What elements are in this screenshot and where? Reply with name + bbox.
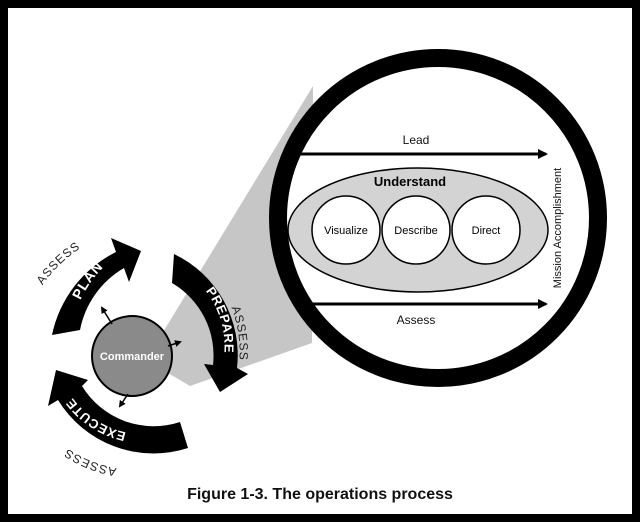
prepare-arrow — [172, 254, 248, 392]
commander-label: Commander — [100, 351, 165, 363]
center-to-prepare-arrow — [167, 340, 182, 347]
assess-execute-label: ASSESS — [61, 446, 117, 479]
center-to-execute-arrow — [118, 393, 129, 408]
plan-arrow — [52, 238, 141, 335]
assess-label: Assess — [397, 313, 436, 327]
visualize-circle — [311, 195, 381, 265]
execute-arrow — [48, 370, 188, 454]
assess-plan-label: ASSESS — [34, 239, 83, 287]
direct-label: Direct — [472, 225, 501, 237]
describe-label: Describe — [394, 225, 437, 237]
figure-panel: COMMANDER ACTIVITIES Lead Understand Vis… — [8, 8, 632, 514]
describe-circle — [381, 195, 451, 265]
lead-label: Lead — [403, 133, 430, 147]
understand-label: Understand — [374, 174, 446, 189]
operations-process-diagram: COMMANDER ACTIVITIES Lead Understand Vis… — [34, 49, 607, 479]
commander-circle — [91, 315, 173, 397]
mission-accomplishment-label: Mission Accomplishment — [552, 168, 564, 288]
projection-cone — [146, 86, 313, 386]
direct-circle — [451, 195, 521, 265]
figure-caption: Figure 1-3. The operations process — [187, 486, 453, 503]
center-to-plan-arrow — [100, 306, 113, 325]
visualize-label: Visualize — [324, 225, 368, 237]
